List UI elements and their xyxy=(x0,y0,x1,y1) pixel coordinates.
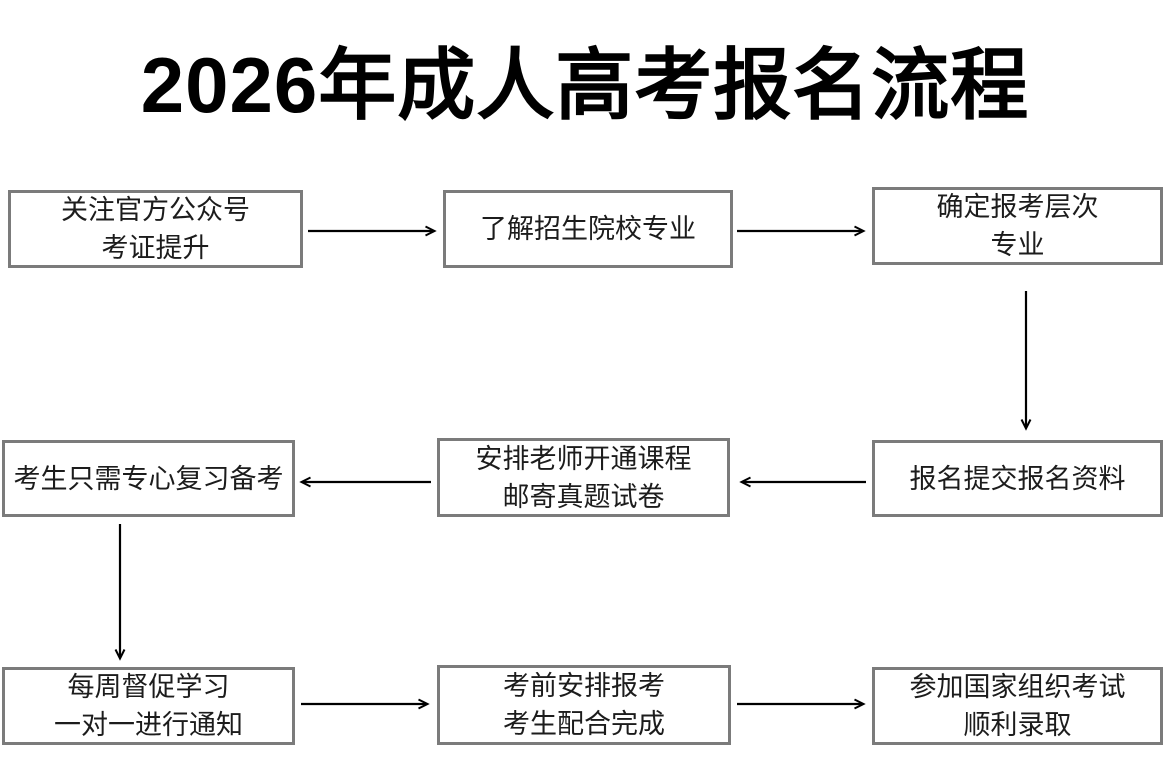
node-text-line: 考生只需专心复习备考 xyxy=(13,463,284,494)
flow-step-follow-official-account: 关注官方公众号 考证提升 xyxy=(8,190,303,268)
flow-step-take-national-exam-admission: 参加国家组织考试 顺利录取 xyxy=(872,667,1163,745)
node-text-line: 专业 xyxy=(990,230,1045,260)
node-text-line: 一对一进行通知 xyxy=(54,710,243,740)
node-text-line: 每周督促学习 xyxy=(67,672,230,702)
node-text-line: 顺利录取 xyxy=(963,710,1072,740)
flow-step-submit-registration-materials: 报名提交报名资料 xyxy=(872,440,1163,517)
page-title: 2026年成人高考报名流程 xyxy=(140,41,1030,129)
node-text-line: 报名提交报名资料 xyxy=(909,463,1126,494)
node-text-line: 考前安排报考 xyxy=(503,671,665,701)
flow-step-focus-on-review: 考生只需专心复习备考 xyxy=(2,440,295,517)
node-text-line: 邮寄真题试卷 xyxy=(502,481,665,512)
node-text-line: 考证提升 xyxy=(101,233,210,263)
flow-step-weekly-supervision-notify: 每周督促学习 一对一进行通知 xyxy=(2,667,295,745)
node-text-line: 关注官方公众号 xyxy=(61,195,250,225)
node-text-line: 了解招生院校专业 xyxy=(480,214,696,244)
flow-step-learn-colleges-majors: 了解招生院校专业 xyxy=(443,190,733,268)
node-text-line: 安排老师开通课程 xyxy=(475,443,692,474)
flow-step-pre-exam-arrangement: 考前安排报考 考生配合完成 xyxy=(437,665,731,745)
flow-step-teacher-opens-course-mails-papers: 安排老师开通课程 邮寄真题试卷 xyxy=(437,438,730,517)
node-text-line: 确定报考层次 xyxy=(936,192,1099,222)
flow-step-confirm-level-major: 确定报考层次 专业 xyxy=(872,187,1163,265)
node-text-line: 考生配合完成 xyxy=(503,709,665,739)
node-text-line: 参加国家组织考试 xyxy=(909,672,1126,702)
